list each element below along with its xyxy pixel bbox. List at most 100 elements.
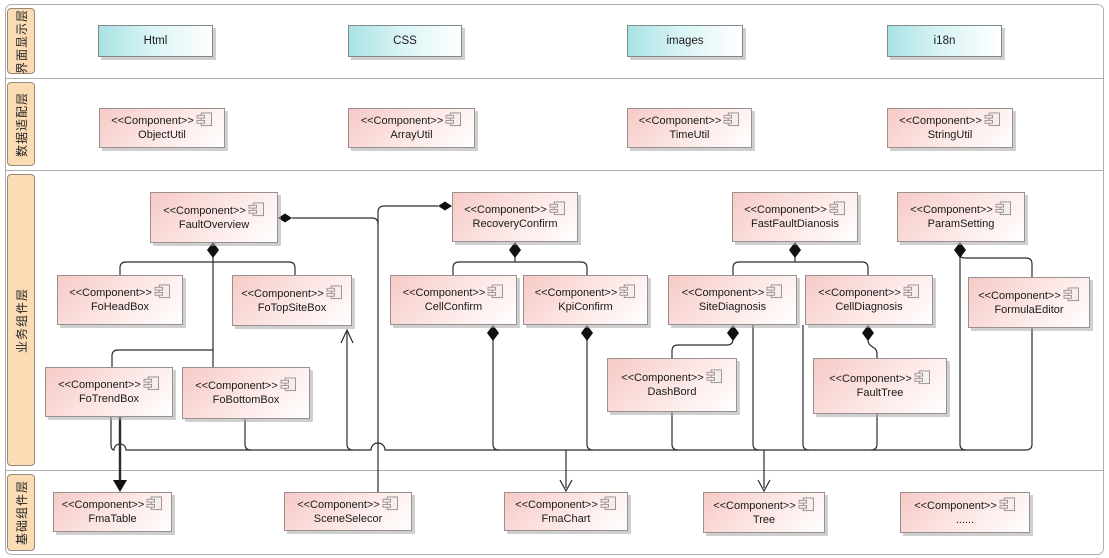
component-name: ObjectUtil <box>138 129 186 141</box>
component-fmachart[interactable]: <<Component>>FmaChart <box>504 492 628 531</box>
component-icon <box>1063 286 1079 301</box>
component-fmatable[interactable]: <<Component>>FmaTable <box>53 492 172 532</box>
stereotype-row: <<Component>> <box>910 201 1012 218</box>
component-name: FastFaultDianosis <box>750 218 840 230</box>
component-icon <box>914 370 930 385</box>
layer-label-presentation: 界面显示层 <box>14 8 29 74</box>
tech-images[interactable]: images <box>627 25 743 57</box>
stereotype-label: <<Component>> <box>681 287 765 299</box>
stereotype-row: <<Component>> <box>403 284 505 301</box>
stereotype-label: <<Component>> <box>910 204 993 216</box>
stereotype-row: <<Component>> <box>69 284 171 301</box>
tech-name: images <box>666 34 704 47</box>
component-icon <box>766 284 783 299</box>
stereotype-label: <<Component>> <box>621 372 704 384</box>
stereotype-row: <<Component>> <box>681 284 784 301</box>
diamond-recoveryconfirm-bottom <box>509 242 521 258</box>
stereotype-row: <<Component>> <box>62 496 164 513</box>
component-sceneselecor[interactable]: <<Component>>SceneSelecor <box>284 492 412 531</box>
stereotype-label: <<Component>> <box>744 204 827 216</box>
stereotype-row: <<Component>> <box>241 284 343 302</box>
component-kpiconfirm[interactable]: <<Component>>KpiConfirm <box>523 275 648 325</box>
stereotype-row: <<Component>> <box>111 112 213 129</box>
diamond-sitediagnosis-bottom <box>727 325 739 341</box>
connector-kpiconfirm-bus <box>586 339 594 451</box>
stereotype-row: <<Component>> <box>464 201 566 218</box>
component-icon <box>984 112 1000 127</box>
connector-sitediagnosis-bus <box>752 325 760 451</box>
stereotype-row: <<Component>> <box>621 369 723 386</box>
component-arrayutil[interactable]: <<Component>>ArrayUtil <box>348 108 475 148</box>
component-icon <box>280 377 296 392</box>
diagram-frame <box>5 4 1104 555</box>
component-timeutil[interactable]: <<Component>>TimeUtil <box>627 108 752 148</box>
layer-tab-base: 基础组件层 <box>7 474 35 551</box>
diamond-cellconfirm-bottom <box>487 325 499 341</box>
diamond-faultoverview-bottom <box>207 242 219 258</box>
component-faulttree[interactable]: <<Component>>FaultTree <box>813 358 947 414</box>
component-fobottombox[interactable]: <<Component>>FoBottomBox <box>182 367 310 419</box>
component-icon <box>903 284 919 299</box>
component-paramsetting[interactable]: <<Component>> ParamSetting <box>897 192 1025 242</box>
layer-label-data-adapter: 数据适配层 <box>14 91 29 157</box>
component-celldiagnosis[interactable]: <<Component>>CellDiagnosis <box>805 275 933 325</box>
component-cellconfirm[interactable]: <<Component>>CellConfirm <box>390 275 517 325</box>
component-foheadbox[interactable]: <<Component>>FoHeadBox <box>57 275 183 325</box>
component-name: ...... <box>955 513 975 526</box>
stereotype-label: <<Component>> <box>163 204 246 217</box>
component-name: ParamSetting <box>927 218 995 230</box>
component-name: Tree <box>752 513 776 526</box>
component-name: FormulaEditor <box>994 303 1064 316</box>
component-recoveryconfirm[interactable]: <<Component>>RecoveryConfirm <box>452 192 578 242</box>
connector-paramsetting-bus <box>959 256 967 451</box>
component-fotrendbox[interactable]: <<Component>> FoTrendBox <box>45 367 173 417</box>
stereotype-label: <<Component>> <box>534 287 618 299</box>
component-stringutil[interactable]: <<Component>>StringUtil <box>887 108 1013 148</box>
stereotype-row: <<Component>> <box>829 370 931 387</box>
tech-name: Html <box>143 34 168 47</box>
layer-tab-data-adapter: 数据适配层 <box>7 82 35 166</box>
component-faultoverview[interactable]: <<Component>>FaultOverview <box>150 192 278 243</box>
component-dashbord[interactable]: <<Component>>DashBord <box>607 358 737 412</box>
tech-css[interactable]: CSS <box>348 25 462 57</box>
component-fastfaultdianosis[interactable]: <<Component>> FastFaultDianosis <box>732 192 858 242</box>
component-name: StringUtil <box>927 129 973 141</box>
stereotype-row: <<Component>> <box>534 284 637 301</box>
component-name: CellDiagnosis <box>835 301 903 313</box>
tech-name: CSS <box>393 34 417 47</box>
layer-tab-business: 业务组件层 <box>7 174 35 466</box>
component-icon <box>487 284 504 299</box>
tech-html[interactable]: Html <box>98 25 213 57</box>
layer-label-base: 基础组件层 <box>14 479 29 546</box>
layer-label-business: 业务组件层 <box>14 287 29 353</box>
diamond-kpiconfirm-bottom <box>581 325 593 341</box>
stereotype-row: <<Component>> <box>744 201 846 218</box>
component-sitediagnosis[interactable]: <<Component>> SiteDiagnosis <box>668 275 797 325</box>
stereotype-row: <<Component>> <box>360 112 463 129</box>
stereotype-row: <<Component>> <box>818 284 920 301</box>
tech-i18n[interactable]: i18n <box>887 25 1002 57</box>
diamond-faultoverview-right <box>278 213 292 223</box>
component-formulaeditor[interactable]: <<Component>>FormulaEditor <box>968 277 1090 328</box>
component-icon <box>445 112 462 127</box>
component-name: SceneSelecor <box>313 512 383 525</box>
connector-recoveryconfirm-children <box>452 261 588 275</box>
arrowhead-fmachart <box>559 479 573 493</box>
stereotype-row: <<Component>> <box>515 495 617 513</box>
component-name: FoTrendBox <box>78 393 140 405</box>
stereotype-label: <<Component>> <box>360 115 444 127</box>
component-name: RecoveryConfirm <box>472 218 558 230</box>
component-tree[interactable]: <<Component>>Tree <box>703 492 825 533</box>
component-name: SiteDiagnosis <box>698 301 767 313</box>
stereotype-row: <<Component>> <box>163 201 265 219</box>
arrowhead-fmatable <box>113 480 127 492</box>
stereotype-label: <<Component>> <box>195 380 278 392</box>
component-objectutil[interactable]: <<Component>>ObjectUtil <box>99 108 225 148</box>
stereotype-label: <<Component>> <box>58 379 141 391</box>
component-fotopsitebox[interactable]: <<Component>>FoTopSiteBox <box>232 275 352 326</box>
connector-sitediagnosis-dashbord <box>671 338 734 358</box>
component-dots[interactable]: <<Component>>...... <box>900 492 1030 533</box>
component-name: FmaTable <box>88 513 137 525</box>
stereotype-row: <<Component>> <box>297 495 399 513</box>
